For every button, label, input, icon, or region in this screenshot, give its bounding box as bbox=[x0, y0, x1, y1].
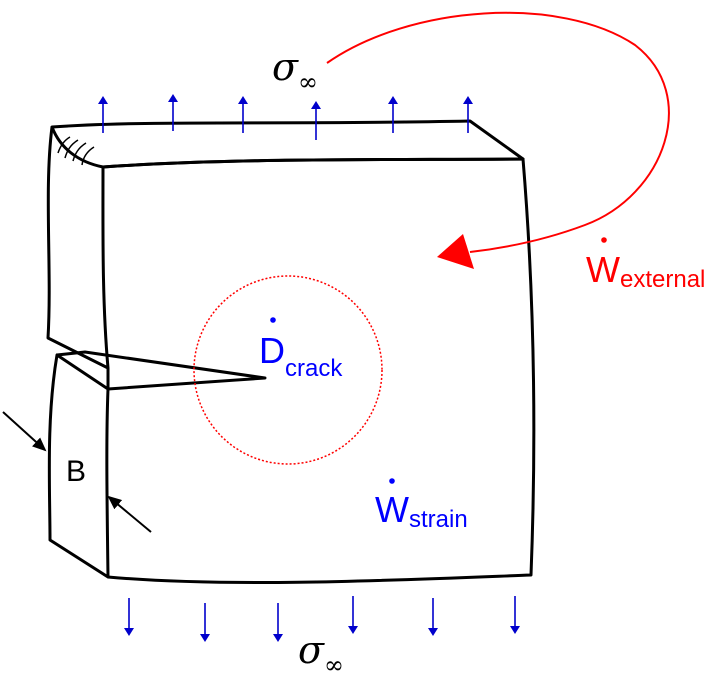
svg-text:Wexternal: Wexternal bbox=[586, 249, 705, 293]
strain-energy-dot bbox=[389, 478, 395, 484]
specimen-front-face bbox=[102, 157, 536, 585]
external-work-arrow bbox=[326, 11, 670, 269]
stress-label-top: σ∞ bbox=[272, 45, 318, 96]
thickness-arrow-left bbox=[2, 411, 47, 452]
external-work-arrowhead bbox=[437, 234, 474, 269]
thickness-arrow-right bbox=[107, 495, 152, 533]
external-work-label: Wexternal bbox=[586, 237, 705, 293]
crack-faces bbox=[56, 350, 267, 391]
crack-energy-dot bbox=[270, 317, 276, 323]
external-work-arrow-line bbox=[326, 11, 670, 253]
thickness-arrows bbox=[2, 411, 152, 533]
strain-energy-sub: strain bbox=[409, 506, 468, 533]
process-zone-circle bbox=[193, 275, 383, 465]
stress-label-bottom: σ∞ bbox=[298, 628, 344, 677]
edge-hatching bbox=[57, 136, 95, 166]
stress-top-symbol: σ bbox=[272, 45, 299, 89]
stress-bottom-symbol: σ bbox=[298, 628, 325, 672]
specimen-upper-side-face bbox=[46, 126, 110, 370]
external-work-dot bbox=[601, 237, 607, 243]
svg-text:Dcrack: Dcrack bbox=[259, 330, 343, 382]
stress-arrows-top bbox=[98, 94, 473, 140]
crack-energy-label: Dcrack bbox=[259, 317, 343, 382]
specimen-block bbox=[46, 119, 536, 585]
strain-energy-label: Wstrain bbox=[375, 478, 468, 533]
external-work-sub: external bbox=[620, 266, 705, 293]
external-work-main: W bbox=[586, 249, 620, 290]
strain-energy-main: W bbox=[375, 489, 409, 530]
svg-text:Wstrain: Wstrain bbox=[375, 489, 468, 533]
thickness-label: B bbox=[66, 455, 86, 488]
stress-arrows-bottom bbox=[124, 596, 520, 642]
crack-energy-sub: crack bbox=[285, 355, 343, 382]
crack-energy-main: D bbox=[259, 330, 285, 371]
stress-top-subscript: ∞ bbox=[298, 68, 318, 96]
stress-bottom-subscript: ∞ bbox=[324, 651, 344, 677]
